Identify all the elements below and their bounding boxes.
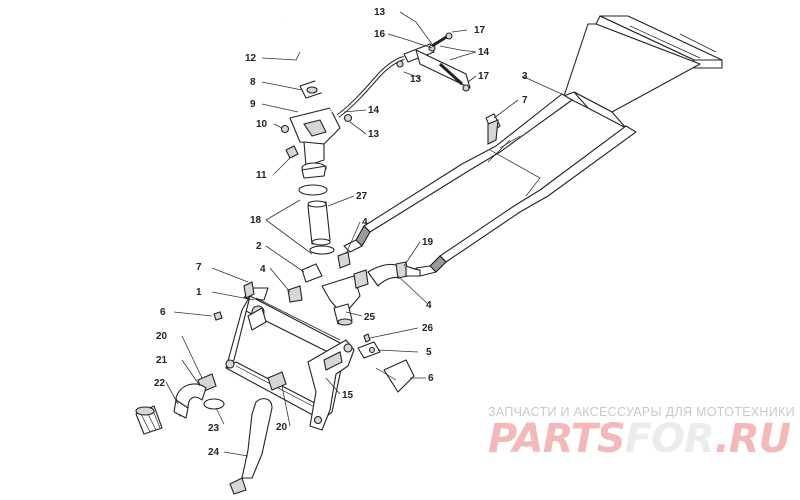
callout-12: 12 [245, 53, 257, 64]
bracket-5 [357, 341, 381, 359]
watermark-subtitle: ЗАПЧАСТИ И АКСЕССУАРЫ ДЛЯ МОТОТЕХНИКИ [488, 405, 795, 419]
hose-24 [229, 398, 273, 495]
callout-4-upper: 4 [362, 217, 368, 228]
callout-27: 27 [356, 191, 368, 202]
watermark-logo-parts: PARTS [488, 416, 625, 462]
overflow-hose-12 [283, 21, 343, 113]
callout-13-top: 13 [374, 7, 386, 18]
callout-18: 18 [250, 215, 262, 226]
clamp-18-lower [309, 245, 335, 255]
screw-6-left [213, 311, 223, 321]
callout-22: 22 [154, 378, 166, 389]
clamp-18-upper [298, 184, 328, 196]
clip-7-lower [243, 281, 255, 299]
callout-17-bottom: 17 [478, 71, 490, 82]
clamp-4-left [287, 285, 303, 303]
bracket-15 [307, 339, 355, 431]
bracket-6-right [375, 359, 415, 393]
callout-13-lower: 13 [368, 129, 380, 140]
bolt-10 [280, 124, 290, 134]
hose-27 [307, 200, 331, 246]
callout-labels: 13 16 17 14 17 13 3 7 12 8 9 10 11 14 13… [154, 7, 528, 458]
connector-2 [301, 263, 323, 283]
callout-8: 8 [250, 77, 256, 88]
clamp-4-upper [337, 251, 351, 269]
callout-6-right: 6 [428, 373, 434, 384]
watermark-logo: PARTSFOR.RU [488, 416, 791, 462]
callout-14-mid: 14 [368, 105, 380, 116]
callout-20-bottom: 20 [276, 422, 288, 433]
callout-24: 24 [208, 447, 220, 458]
leader-lines [165, 11, 567, 457]
cap-17-lower [462, 84, 470, 92]
fill-neck-housing [289, 107, 341, 179]
callout-26: 26 [422, 323, 434, 334]
callout-3: 3 [522, 71, 528, 82]
callout-13-mid: 13 [410, 74, 422, 85]
clamp-23 [203, 398, 225, 410]
hose-22 [135, 405, 163, 435]
callout-4-right: 4 [426, 300, 432, 311]
y-fitting-25 [321, 275, 361, 326]
callout-16: 16 [374, 29, 386, 40]
callout-21: 21 [156, 355, 168, 366]
screw-26 [363, 333, 371, 343]
vent-line-14 [431, 34, 464, 86]
callout-14-top: 14 [478, 47, 490, 58]
hose-21 [173, 383, 207, 419]
callout-4-left: 4 [260, 264, 266, 275]
watermark: ЗАПЧАСТИ И АКСЕССУАРЫ ДЛЯ МОТОТЕХНИКИ PA… [488, 405, 795, 462]
callout-17-top: 17 [474, 25, 486, 36]
callout-19: 19 [422, 237, 434, 248]
callout-1: 1 [196, 287, 202, 298]
callout-7-lower: 7 [196, 262, 202, 273]
callout-7-top: 7 [522, 95, 528, 106]
callout-11: 11 [256, 170, 267, 181]
callout-23: 23 [208, 423, 220, 434]
callout-9: 9 [250, 99, 256, 110]
watermark-logo-for: FOR [625, 416, 715, 462]
callout-15: 15 [342, 390, 354, 401]
heat-exchanger-upper [563, 15, 723, 129]
cap-17-upper [445, 32, 453, 40]
callout-20-left: 20 [156, 331, 168, 342]
callout-10: 10 [256, 119, 268, 130]
heat-exchanger-rail-left [343, 93, 573, 253]
callout-5: 5 [426, 347, 432, 358]
mounting-clip-7-upper [485, 113, 501, 145]
watermark-logo-ru: .RU [715, 416, 791, 462]
clamp-13-lower [343, 113, 353, 123]
callout-6-left: 6 [160, 307, 166, 318]
elbow-hose-19 [353, 261, 421, 289]
clamp-20-right [267, 371, 287, 391]
screw-11 [285, 145, 299, 159]
callout-25: 25 [364, 312, 376, 323]
callout-2: 2 [256, 241, 262, 252]
vent-hose-14 [336, 56, 405, 118]
heat-exchanger-rail-right [415, 125, 637, 277]
